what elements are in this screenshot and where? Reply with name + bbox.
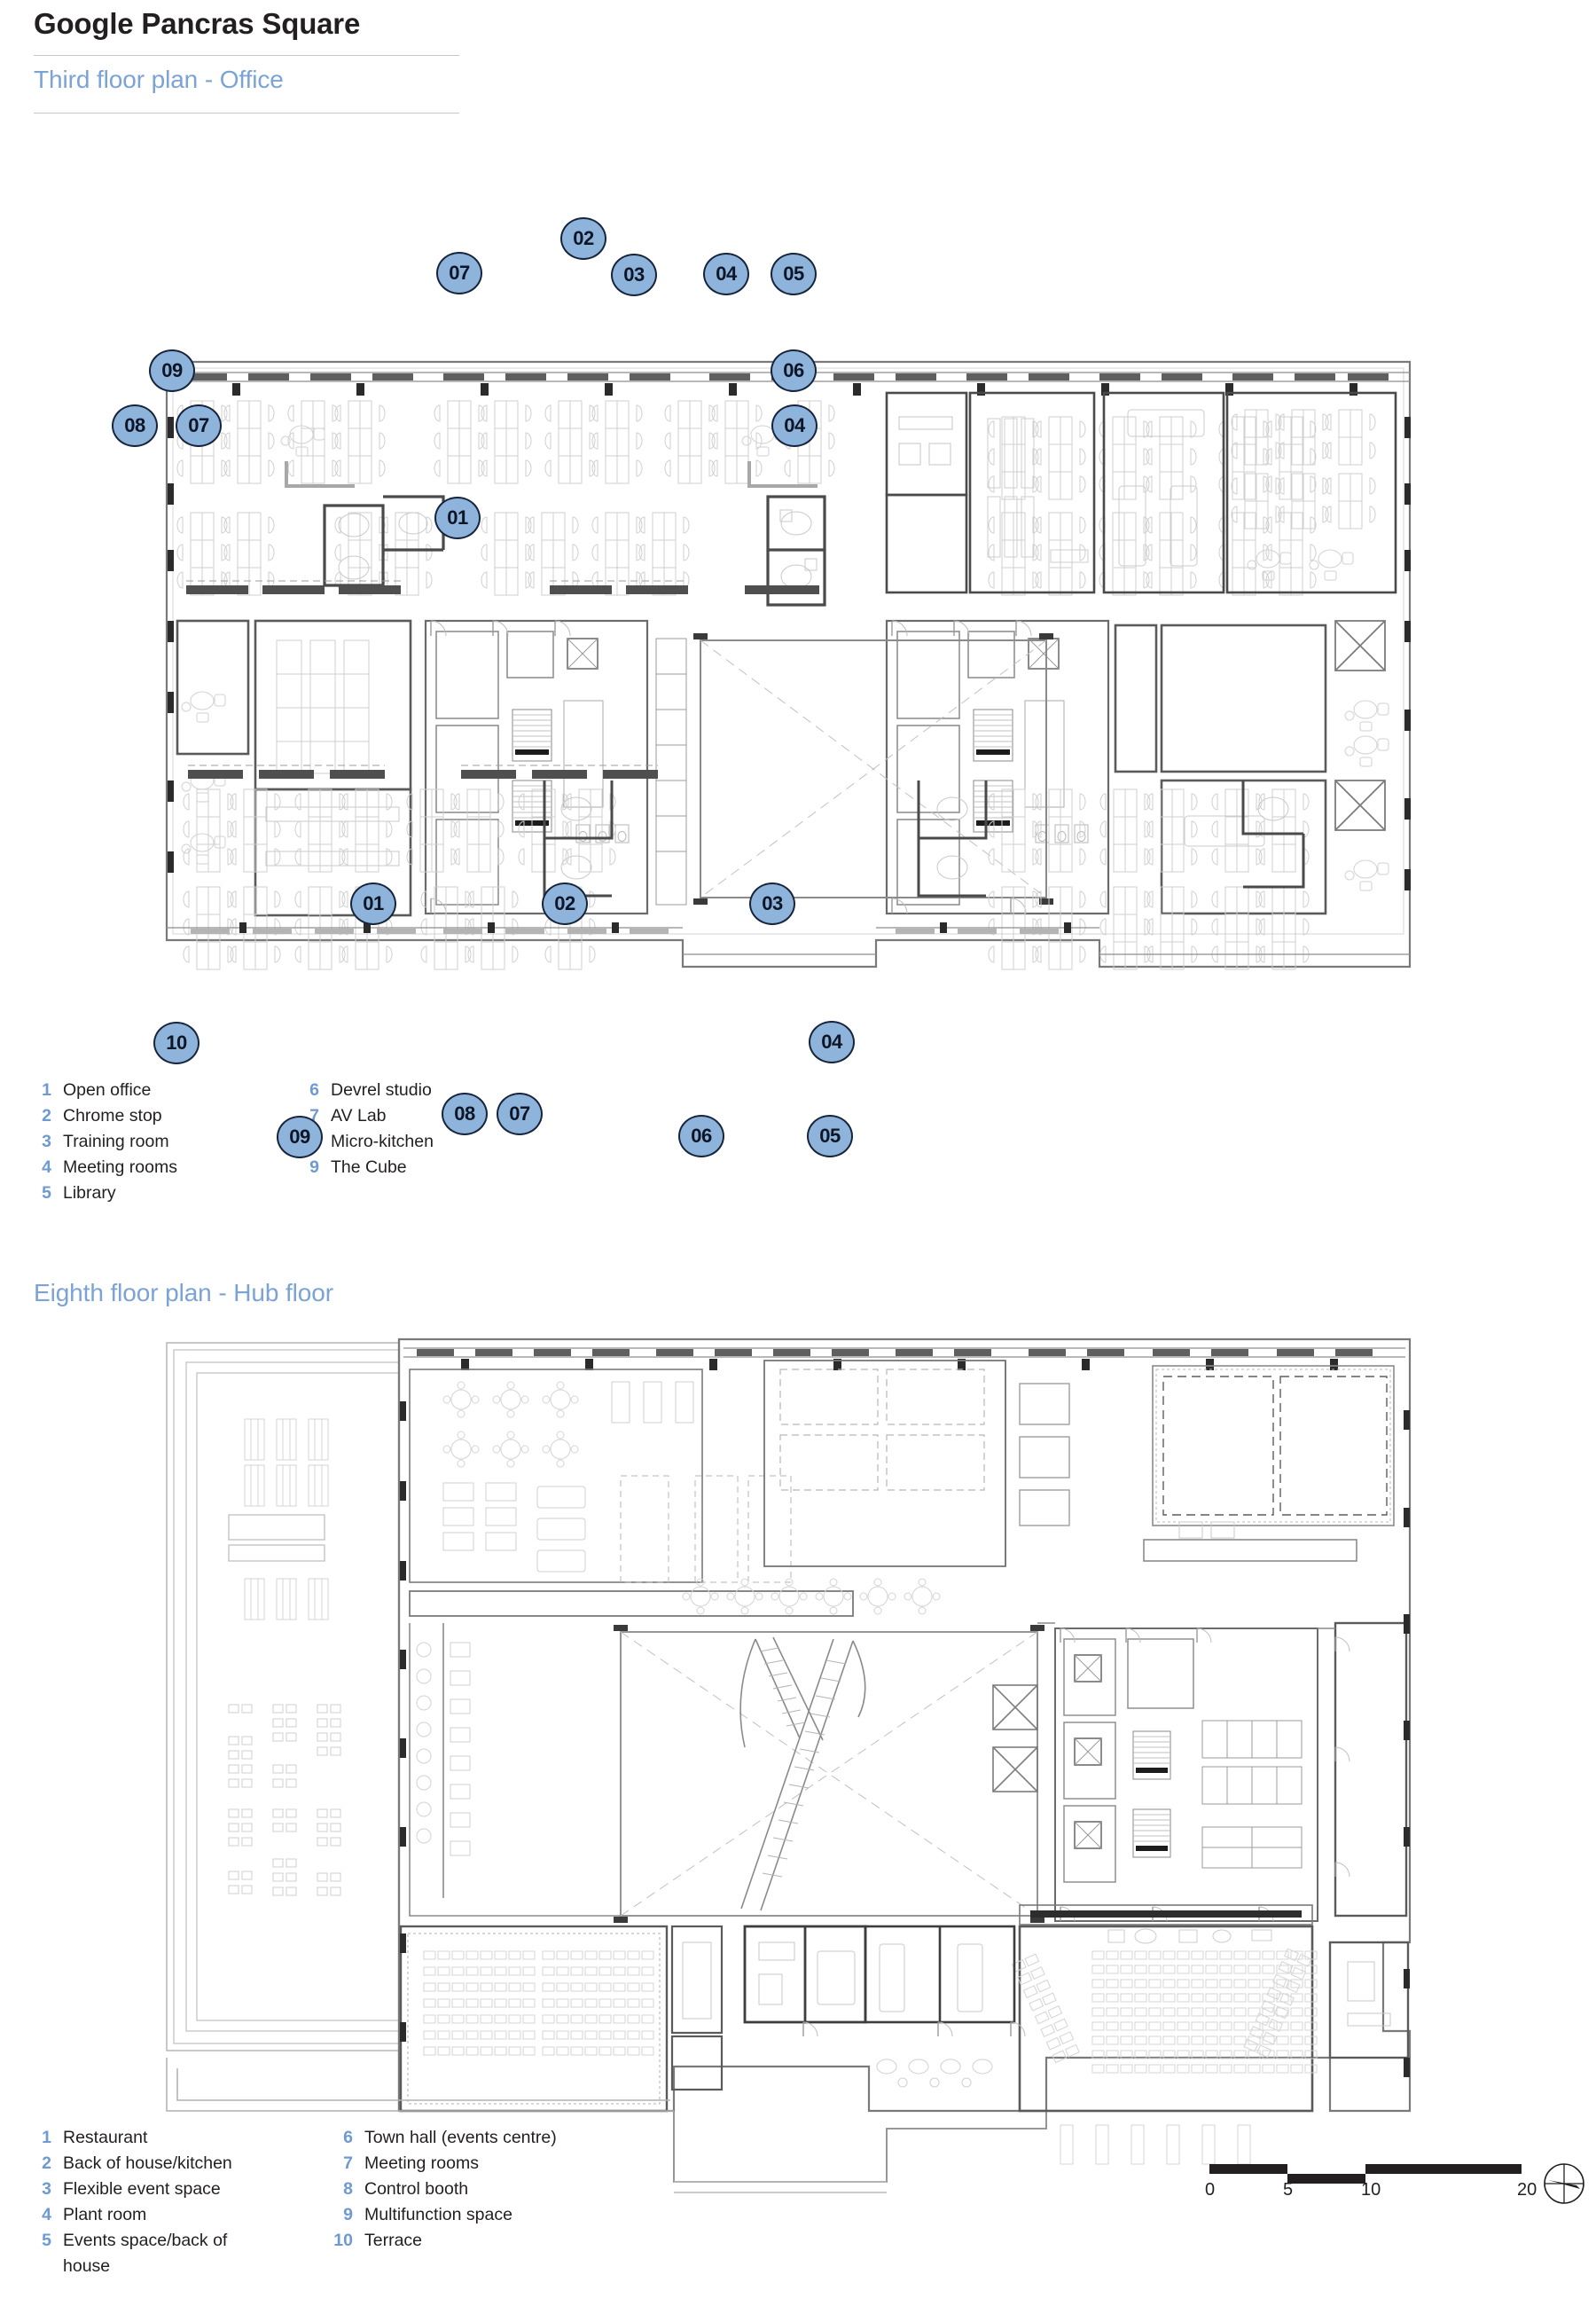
legend-item-label: Training room	[63, 1132, 169, 1151]
legend-item-number: 5	[42, 1183, 51, 1203]
room-marker-05[interactable]: 05	[807, 1115, 853, 1157]
legend-item-number: 3	[42, 2179, 51, 2199]
legend-item-label: Library	[63, 1183, 116, 1203]
third-floor-plan-drawing: 02 07 03 04 05 09 06 08 07 04 01	[0, 0, 1596, 1047]
legend-item-number: 2	[42, 2153, 51, 2173]
room-marker-08[interactable]: 08	[442, 1093, 488, 1135]
legend-item-number: 3	[42, 1132, 51, 1151]
room-marker-08[interactable]: 08	[112, 404, 158, 447]
legend-item-label: AV Lab	[331, 1106, 387, 1126]
legend-item-label: Events space/back of house	[63, 2231, 228, 2276]
legend-item: 1 Open office	[25, 1078, 177, 1103]
legend-item-label: Plant room	[63, 2205, 147, 2224]
legend-item: 4 Meeting rooms	[25, 1155, 177, 1180]
legend-item-number: 9	[343, 2205, 353, 2224]
north-arrow-icon	[1543, 2162, 1585, 2205]
subtitle-divider	[34, 113, 459, 114]
legend-item-label: Meeting rooms	[364, 2153, 479, 2173]
legend-item-label: Open office	[63, 1080, 152, 1100]
page-title: Google Pancras Square	[34, 7, 361, 40]
legend-item-number: 10	[333, 2231, 353, 2250]
legend-item: 4 Plant room	[25, 2202, 232, 2228]
legend-item-number: 1	[42, 2128, 51, 2147]
room-marker-02[interactable]: 02	[542, 882, 588, 925]
legend-item-number: 5	[42, 2231, 51, 2250]
scale-tick-label: 0	[1205, 2180, 1216, 2200]
legend-item: 5 Events space/back of house	[25, 2228, 232, 2279]
legend-item-label: Restaurant	[63, 2128, 148, 2147]
legend-item-label: Terrace	[364, 2231, 423, 2250]
section-subtitle-eighth-floor: Eighth floor plan - Hub floor	[34, 1279, 333, 1306]
legend-item-number: 6	[309, 1080, 319, 1100]
legend-item-label: Flexible event space	[63, 2179, 221, 2199]
room-marker-02[interactable]: 02	[560, 217, 606, 260]
legend-item: 2 Back of house/kitchen	[25, 2151, 232, 2177]
legend-item-number: 7	[309, 1106, 319, 1126]
title-divider	[34, 55, 459, 56]
room-marker-05[interactable]: 05	[771, 253, 817, 295]
room-marker-06[interactable]: 06	[771, 349, 817, 392]
third-floor-geometry	[165, 360, 1412, 970]
legend-item: 10 Terrace	[326, 2228, 557, 2254]
legend-item-label: Devrel studio	[331, 1080, 432, 1100]
legend-item-number: 7	[343, 2153, 353, 2173]
legend-item: 1 Restaurant	[25, 2125, 232, 2151]
room-marker-09[interactable]: 09	[149, 349, 195, 392]
room-marker-04[interactable]: 04	[809, 1021, 855, 1063]
room-marker-01[interactable]: 01	[350, 882, 396, 925]
room-marker-03[interactable]: 03	[749, 882, 795, 925]
legend-item: 9 Multifunction space	[326, 2202, 557, 2228]
legend-item: 9 The Cube	[293, 1155, 434, 1180]
legend-item-label: Meeting rooms	[63, 1157, 177, 1177]
legend-item-number: 6	[343, 2128, 353, 2147]
legend-item-label: Multifunction space	[364, 2205, 512, 2224]
legend-item: 3 Training room	[25, 1129, 177, 1155]
section-subtitle-third-floor: Third floor plan - Office	[34, 66, 284, 93]
legend-item: 3 Flexible event space	[25, 2177, 232, 2202]
room-marker-04[interactable]: 04	[703, 253, 749, 295]
legend-item-label: Control booth	[364, 2179, 469, 2199]
room-marker-03[interactable]: 03	[611, 254, 657, 296]
legend-item-number: 2	[42, 1106, 51, 1126]
legend-item-number: 9	[309, 1157, 319, 1177]
legend-item-number: 8	[343, 2179, 353, 2199]
legend-item: 7 AV Lab	[293, 1103, 434, 1129]
scale-tick-label: 20	[1517, 2180, 1537, 2200]
legend-column-right: 6 Town hall (events centre) 7 Meeting rooms…	[326, 2125, 557, 2254]
legend-item-label: The Cube	[331, 1157, 407, 1177]
legend-item-label: Town hall (events centre)	[364, 2128, 557, 2147]
legend-column-left: 1 Restaurant 2 Back of house/kitchen 3 Flexib…	[25, 2125, 232, 2279]
legend-item: 5 Library	[25, 1180, 177, 1206]
legend-item-number: 4	[42, 1157, 51, 1177]
room-marker-01[interactable]: 01	[434, 497, 481, 539]
legend-item: 7 Meeting rooms	[326, 2151, 557, 2177]
room-marker-07[interactable]: 07	[497, 1093, 543, 1135]
room-marker-06[interactable]: 06	[678, 1115, 724, 1157]
scale-bar: 0 5 10 20	[1205, 2161, 1537, 2200]
legend-item: 6 Town hall (events centre)	[326, 2125, 557, 2151]
room-marker-04[interactable]: 04	[771, 404, 818, 447]
scale-tick-label: 5	[1283, 2180, 1294, 2200]
eighth-floor-geometry	[166, 1337, 1412, 2193]
legend-item: 6 Devrel studio	[293, 1078, 434, 1103]
room-marker-10[interactable]: 10	[153, 1022, 200, 1064]
room-marker-07[interactable]: 07	[176, 404, 222, 447]
room-marker-07[interactable]: 07	[436, 252, 482, 294]
scale-tick-label: 10	[1361, 2180, 1381, 2200]
legend-item-label: Chrome stop	[63, 1106, 162, 1126]
legend-item-label: Back of house/kitchen	[63, 2153, 232, 2173]
room-marker-09[interactable]: 09	[277, 1116, 323, 1158]
legend-item-number: 4	[42, 2205, 51, 2224]
legend-item: 2 Chrome stop	[25, 1103, 177, 1129]
legend-item-number: 1	[42, 1080, 51, 1100]
legend-item-label: Micro-kitchen	[331, 1132, 434, 1151]
legend-item: 8 Control booth	[326, 2177, 557, 2202]
